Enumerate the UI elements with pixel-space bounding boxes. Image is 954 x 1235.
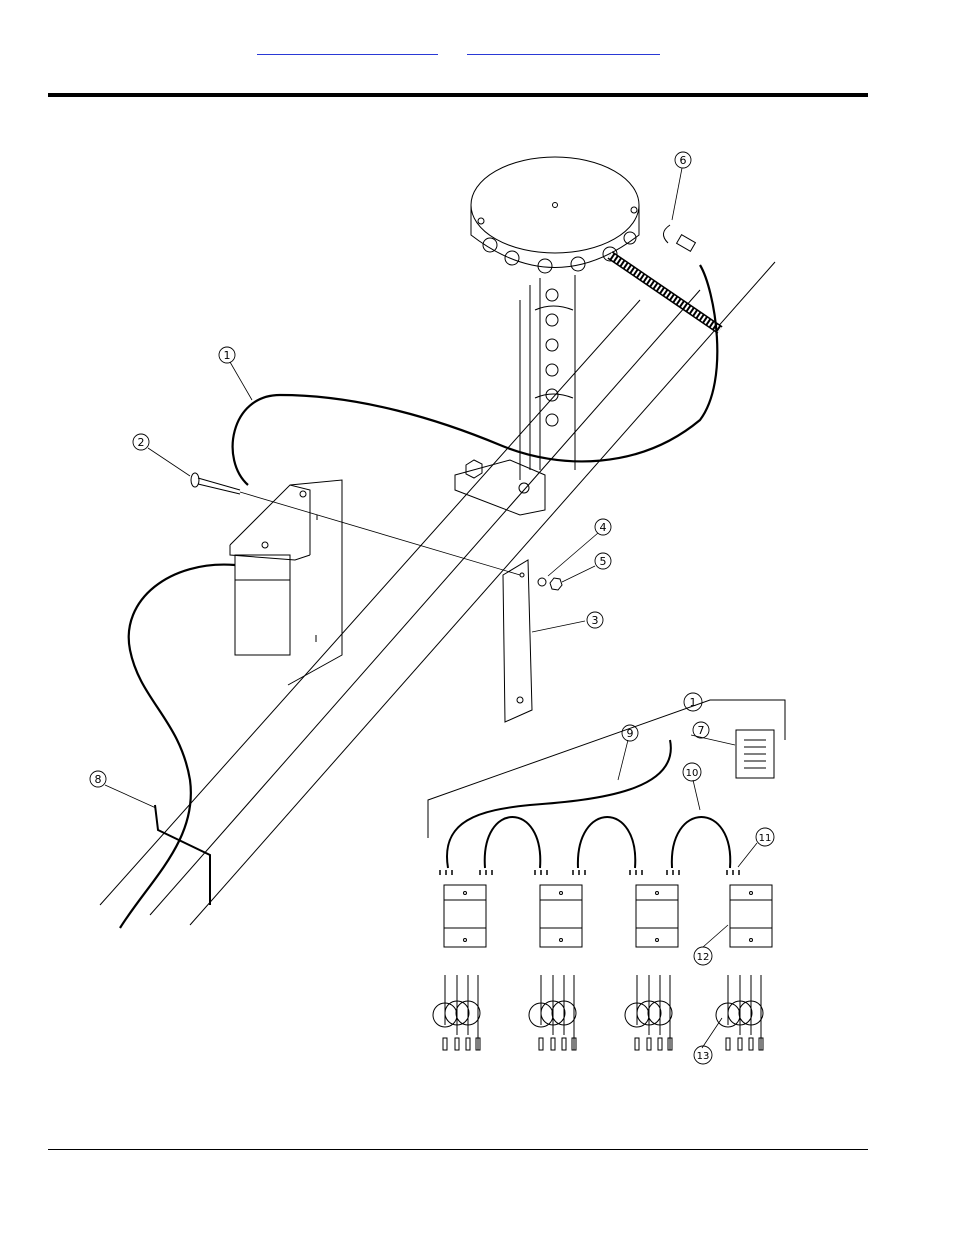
callout-12: 12	[694, 947, 712, 965]
callout-6: 6	[675, 152, 691, 168]
header-link-1[interactable]	[257, 40, 438, 55]
bolt	[191, 473, 520, 575]
callout-3: 3	[587, 612, 603, 628]
sensor-modules	[444, 885, 772, 947]
extension-cables	[447, 740, 730, 868]
svg-text:1: 1	[224, 349, 231, 362]
callout-8: 8	[90, 771, 106, 787]
footer-rule	[48, 1149, 868, 1150]
manual-doc	[736, 730, 774, 778]
callout-11: 11	[756, 828, 774, 846]
seed-sensors	[433, 975, 763, 1050]
mount-post	[455, 275, 575, 515]
leader-lines	[105, 168, 757, 1048]
mount-plate	[503, 560, 532, 722]
svg-text:13: 13	[697, 1051, 710, 1062]
svg-text:3: 3	[592, 614, 599, 627]
callout-9: 9	[622, 725, 638, 741]
header-link-2[interactable]	[467, 40, 660, 55]
header-rule	[48, 93, 868, 97]
callout-2: 2	[133, 434, 149, 450]
hex-nut	[550, 578, 562, 590]
tractor-cable	[120, 565, 235, 928]
svg-text:9: 9	[627, 727, 634, 740]
lock-washer	[538, 578, 546, 586]
svg-text:5: 5	[600, 555, 607, 568]
control-box	[230, 480, 342, 685]
svg-text:1: 1	[690, 696, 697, 709]
callout-1-kit: 1	[684, 693, 702, 711]
callout-1: 1	[219, 347, 235, 363]
harness-cable	[233, 265, 718, 485]
callout-5: 5	[595, 553, 611, 569]
callout-10: 10	[683, 763, 701, 781]
callout-7: 7	[693, 722, 709, 738]
connector-pins	[440, 870, 739, 875]
svg-text:8: 8	[95, 773, 102, 786]
svg-text:4: 4	[600, 521, 607, 534]
svg-text:6: 6	[680, 154, 687, 167]
callout-4: 4	[595, 519, 611, 535]
svg-text:11: 11	[759, 833, 772, 844]
svg-text:2: 2	[138, 436, 145, 449]
callout-13: 13	[694, 1046, 712, 1064]
svg-text:12: 12	[697, 952, 710, 963]
svg-text:7: 7	[698, 724, 705, 737]
svg-text:10: 10	[686, 768, 699, 779]
cable-tie	[155, 805, 210, 905]
hose-sensor	[663, 225, 695, 251]
flex-hose	[610, 255, 720, 330]
parts-diagram: 1 2 3 4 5 6 7 8	[85, 140, 795, 1075]
toolbar-frame	[100, 262, 775, 925]
